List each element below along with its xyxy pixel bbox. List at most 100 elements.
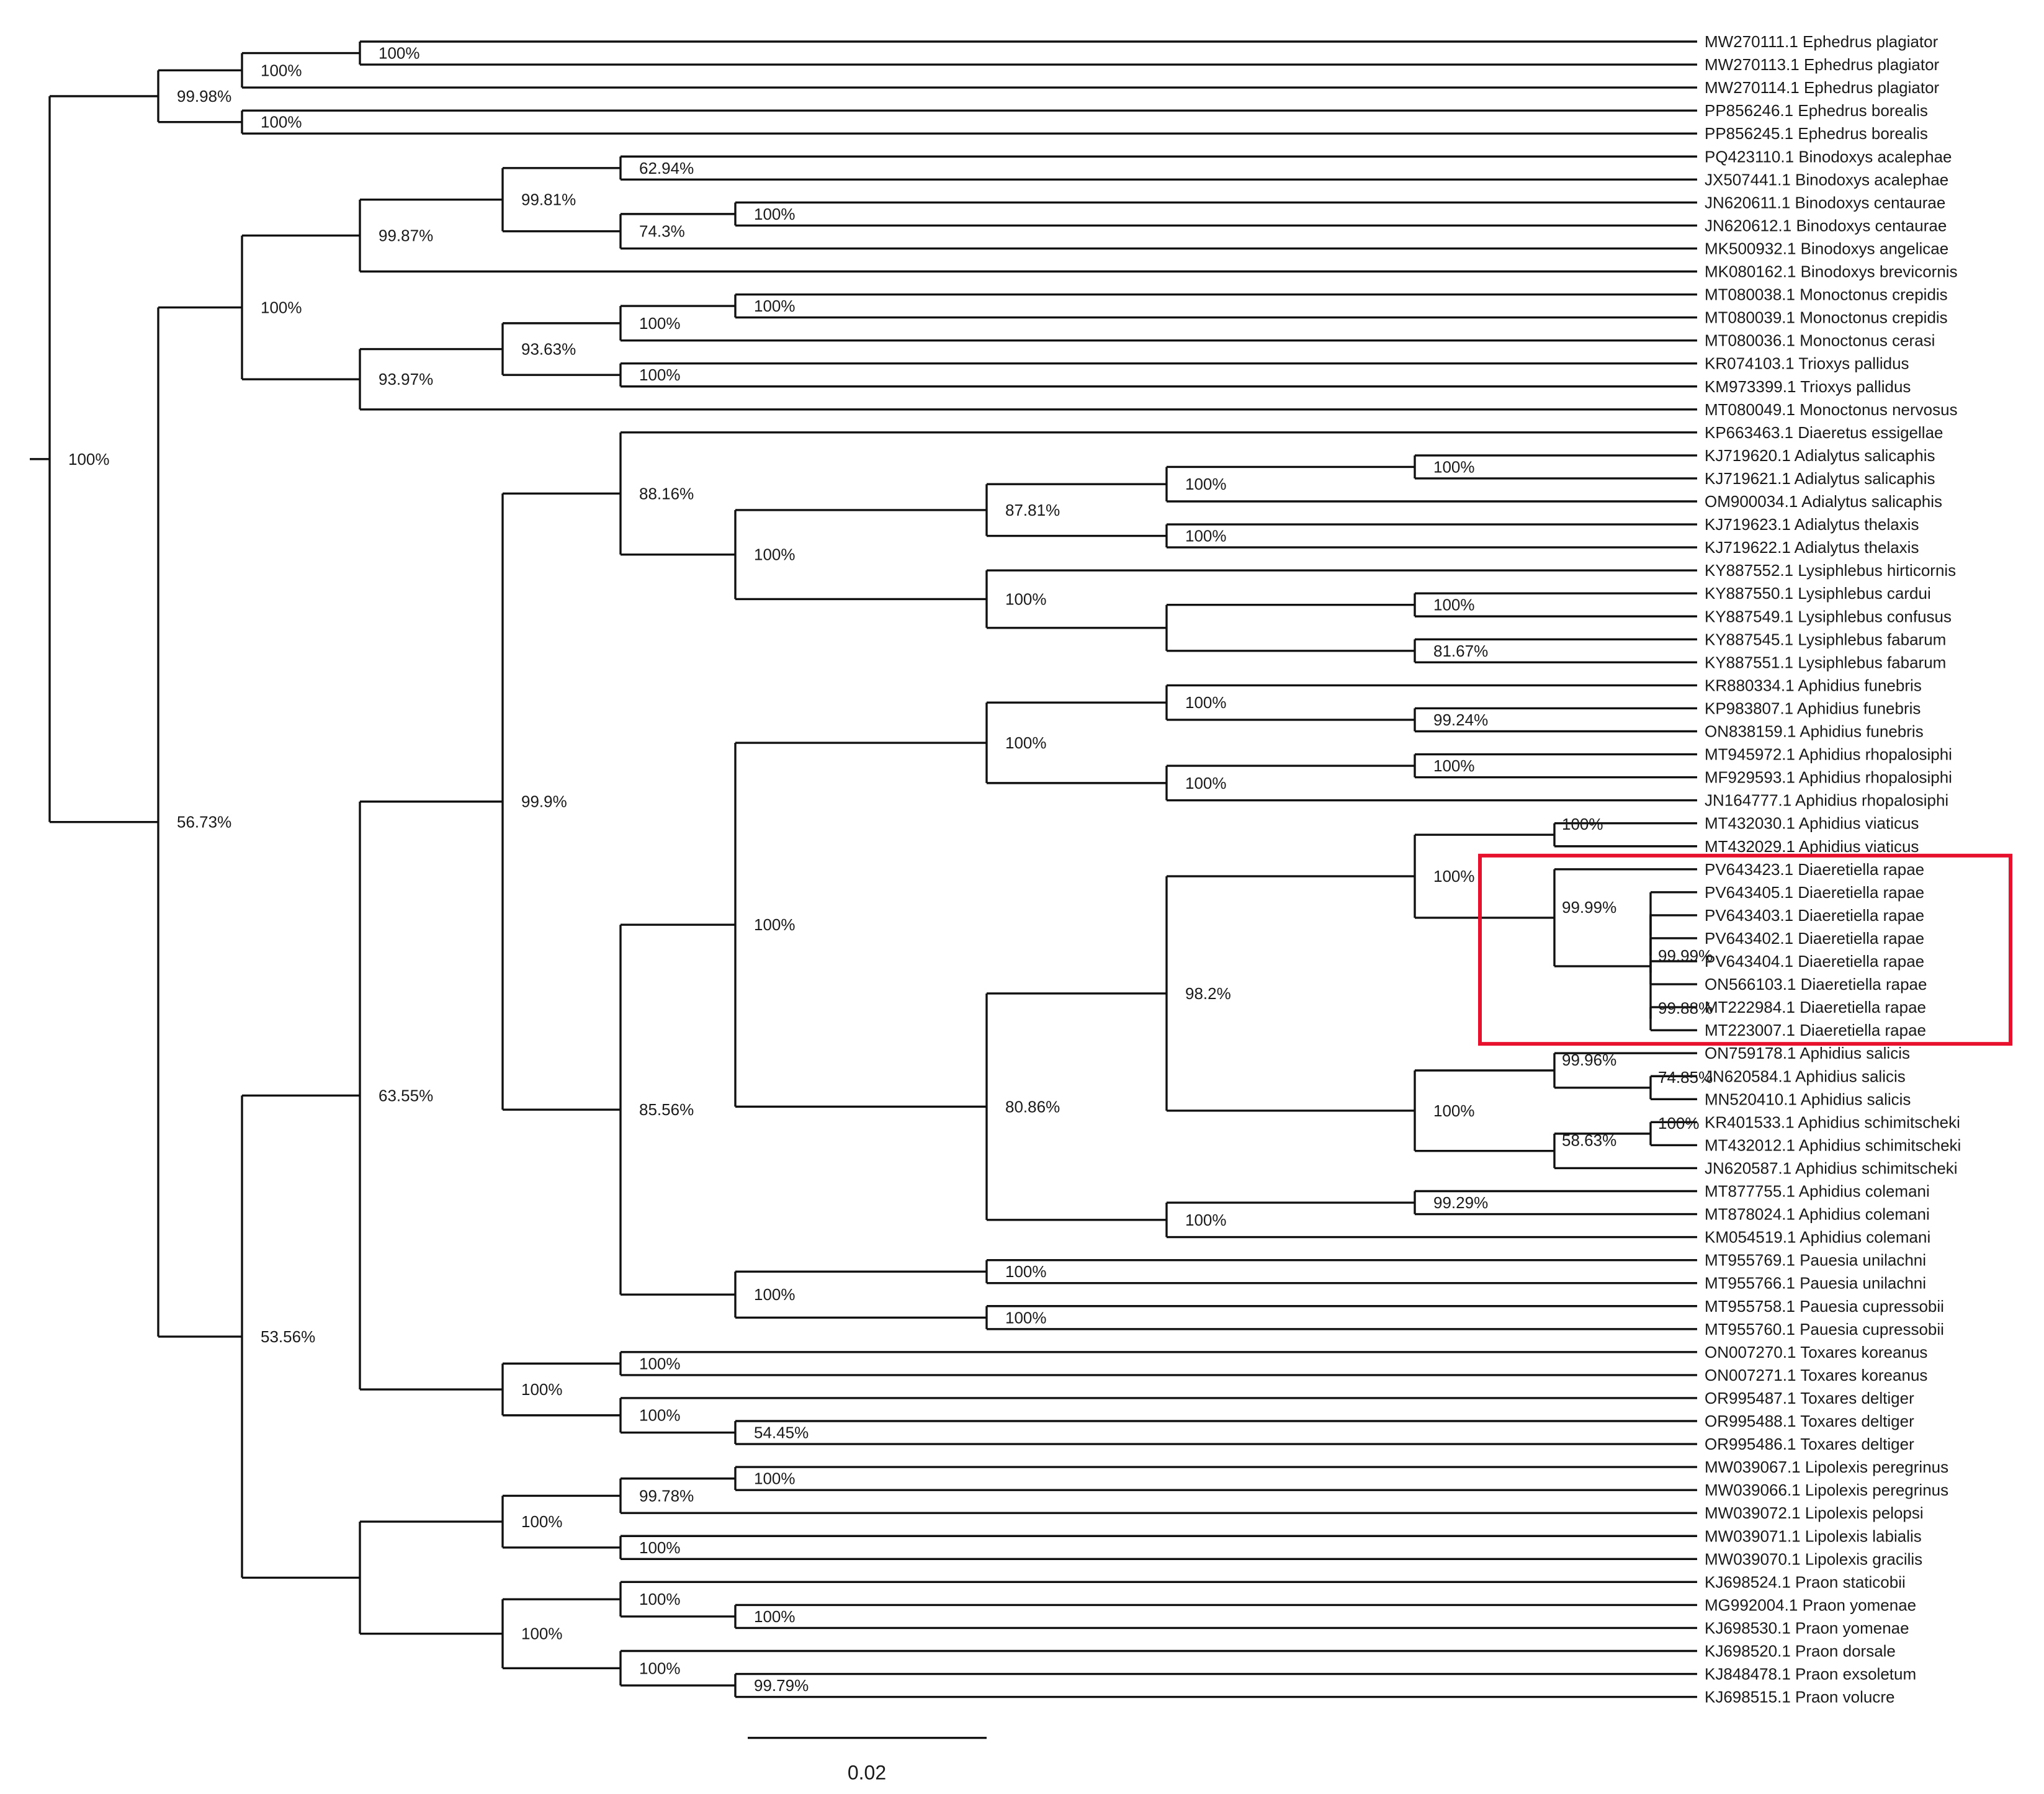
tip-label: KJ698515.1 Praon volucre [1705, 1688, 1894, 1707]
species-name: Binodoxys angelicae [1801, 239, 1949, 258]
species-name: Aphidius colemani [1799, 1205, 1930, 1224]
accession: PV643423.1 [1705, 860, 1798, 879]
species-name: Praon exsoletum [1795, 1665, 1916, 1684]
species-name: Diaeretiella rapae [1798, 883, 1924, 902]
tree-branches [30, 40, 1697, 1698]
tip-label: MT955758.1 Pauesia cupressobii [1705, 1297, 1944, 1316]
tip-label: PV643403.1 Diaeretiella rapae [1705, 906, 1924, 925]
species-name: Adialytus thelaxis [1795, 538, 1919, 557]
accession: MF929593.1 [1705, 768, 1799, 787]
tip-label: MT080039.1 Monoctonus crepidis [1705, 308, 1948, 327]
support-value: 99.87% [379, 226, 433, 245]
species-name: Ephedrus plagiator [1804, 55, 1940, 74]
species-name: Aphidius colemani [1799, 1182, 1930, 1201]
accession: MT080039.1 [1705, 308, 1800, 327]
species-name: Lysiphlebus fabarum [1798, 630, 1946, 648]
tip-label: MT955769.1 Pauesia unilachni [1705, 1251, 1926, 1270]
support-value: 100% [261, 61, 302, 79]
species-name: Adialytus salicaphis [1795, 469, 1935, 488]
accession: MW270114.1 [1705, 78, 1804, 97]
accession: MK500932.1 [1705, 239, 1801, 258]
species-name: Binodoxys centaurae [1795, 193, 1946, 212]
accession: KP663463.1 [1705, 423, 1798, 442]
accession: OR995486.1 [1705, 1435, 1800, 1453]
highlight-box [1478, 853, 2012, 1046]
species-name: Ephedrus plagiator [1803, 32, 1939, 51]
tip-label: JN620584.1 Aphidius salicis [1705, 1067, 1906, 1085]
scale-bar: 0.02 [748, 1736, 987, 1784]
species-name: Aphidius schimitscheki [1799, 1136, 1961, 1154]
species-name: Binodoxys acalephae [1795, 170, 1948, 189]
tip-label: MW270113.1 Ephedrus plagiator [1705, 55, 1940, 74]
accession: MK080162.1 [1705, 262, 1801, 281]
accession: KY887551.1 [1705, 653, 1798, 671]
accession: KP983807.1 [1705, 699, 1797, 717]
tip-label: MT945972.1 Aphidius rhopalosiphi [1705, 745, 1952, 764]
support-value: 100% [639, 1659, 681, 1677]
accession: JN620587.1 [1705, 1159, 1795, 1177]
species-name: Lipolexis gracilis [1805, 1550, 1922, 1568]
accession: ON007270.1 [1705, 1343, 1800, 1361]
support-value: 58.63% [1562, 1131, 1616, 1150]
support-value: 54.45% [754, 1424, 809, 1442]
species-name: Aphidius schimitscheki [1795, 1159, 1958, 1177]
accession: MG992004.1 [1705, 1595, 1803, 1614]
species-name: Aphidius funebris [1800, 722, 1923, 741]
tip-label: JX507441.1 Binodoxys acalephae [1705, 170, 1948, 189]
tip-label: ON007270.1 Toxares koreanus [1705, 1343, 1927, 1361]
tip-label: MF929593.1 Aphidius rhopalosiphi [1705, 768, 1952, 787]
accession: OM900034.1 [1705, 492, 1801, 511]
support-value: 100% [754, 1469, 796, 1488]
tip-label: KY887549.1 Lysiphlebus confusus [1705, 607, 1952, 626]
species-name: Binodoxys centaurae [1796, 216, 1947, 235]
species-name: Diaeretiella rapae [1800, 1021, 1926, 1039]
tip-label: MW039066.1 Lipolexis peregrinus [1705, 1481, 1948, 1499]
support-value: 100% [639, 1590, 681, 1608]
tip-label: KM054519.1 Aphidius colemani [1705, 1228, 1930, 1247]
tip-labels: MW270111.1 Ephedrus plagiatorMW270113.1 … [1705, 32, 1961, 1707]
support-value: 100% [521, 1380, 563, 1399]
species-name: Praon dorsale [1795, 1642, 1896, 1661]
tip-label: MW270111.1 Ephedrus plagiator [1705, 32, 1939, 51]
accession: MW270113.1 [1705, 55, 1804, 74]
accession: KR880334.1 [1705, 676, 1798, 694]
accession: OR995487.1 [1705, 1389, 1800, 1407]
support-value: 100% [639, 366, 681, 384]
species-name: Aphidius viaticus [1799, 814, 1919, 833]
accession: MT432030.1 [1705, 814, 1799, 833]
tip-label: KJ698524.1 Praon staticobii [1705, 1572, 1906, 1591]
species-name: Pauesia cupressobii [1800, 1297, 1944, 1316]
support-value: 99.98% [177, 87, 231, 105]
tip-label: KR074103.1 Trioxys pallidus [1705, 354, 1909, 373]
support-value: 100% [1185, 527, 1227, 545]
species-name: Diaeretiella rapae [1798, 929, 1924, 948]
tip-label: KJ719621.1 Adialytus salicaphis [1705, 469, 1935, 488]
species-name: Diaeretus essigellae [1798, 423, 1943, 442]
accession: ON759178.1 [1705, 1044, 1800, 1062]
support-value: 100% [521, 1512, 563, 1531]
accession: MT955766.1 [1705, 1274, 1800, 1293]
support-labels: 100%100%100%99.98%62.94%100%74.3%99.81%9… [68, 44, 1713, 1695]
tip-label: MT432030.1 Aphidius viaticus [1705, 814, 1919, 833]
support-value: 100% [1433, 867, 1475, 886]
support-value: 100% [261, 298, 302, 316]
tip-label: MT877755.1 Aphidius colemani [1705, 1182, 1930, 1201]
accession: JX507441.1 [1705, 170, 1795, 189]
accession: KJ848478.1 [1705, 1665, 1795, 1684]
tip-label: KJ848478.1 Praon exsoletum [1705, 1665, 1916, 1684]
support-value: 100% [1185, 693, 1227, 712]
tip-label: ON007271.1 Toxares koreanus [1705, 1366, 1927, 1384]
support-value: 100% [639, 1538, 681, 1557]
support-value: 100% [639, 1354, 681, 1373]
tip-label: MK500932.1 Binodoxys angelicae [1705, 239, 1948, 258]
support-value: 99.9% [521, 792, 567, 811]
accession: KR401533.1 [1705, 1113, 1798, 1131]
support-value: 74.85% [1658, 1068, 1713, 1087]
support-value: 99.88% [1658, 999, 1713, 1018]
species-name: Toxares deltiger [1800, 1389, 1914, 1407]
accession: PV643405.1 [1705, 883, 1798, 902]
accession: MT432029.1 [1705, 837, 1799, 856]
tip-label: KY887552.1 Lysiphlebus hirticornis [1705, 561, 1956, 580]
tip-label: OR995487.1 Toxares deltiger [1705, 1389, 1914, 1407]
tip-label: MT222984.1 Diaeretiella rapae [1705, 998, 1926, 1016]
